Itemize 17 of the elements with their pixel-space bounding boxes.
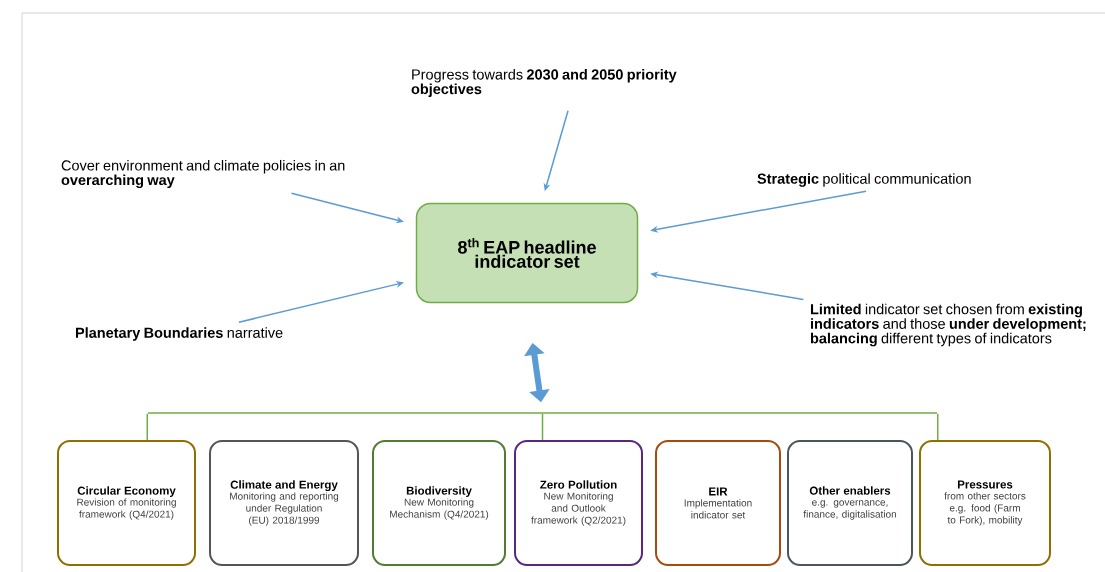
headline-box: 8$^{th}$ EAP headline indicator set [415,202,639,304]
category-box: Circular Economy Revision of monitoring framework (Q4/2021) [57,440,196,566]
text-label: Limited indicator set chosen from existing indicators and those under development; balancing different types of indicators [810,303,1086,347]
category-box: Other enablers e.g. governance, finance, digitalisation [787,440,913,566]
connector-line [146,413,148,441]
category-box: EIR Implementation indicator set [655,440,781,566]
text-label: Strategic political communication [757,173,971,187]
connector-line [937,413,939,441]
category-box: Biodiversity New Monitoring Mechanism (Q4/2021) [372,440,506,566]
category-box: Pressures from other sectors e.g. food (Farm to Fork), mobility [919,440,1051,566]
bracket-line [147,412,938,414]
connector-line [541,413,544,441]
text-label: Planetary Boundaries narrative [76,327,283,341]
category-box: Zero Pollution New Monitoring and Outlook framework (Q2/2021) [514,440,643,566]
category-box: Climate and Energy Monitoring and reporting under Regulation (EU) 2018/1999 [209,440,359,566]
text-label: Cover environment and climate policies in an overarching way [61,159,345,189]
text-label: Progress towards 2030 and 2050 priority objectives [411,69,677,97]
